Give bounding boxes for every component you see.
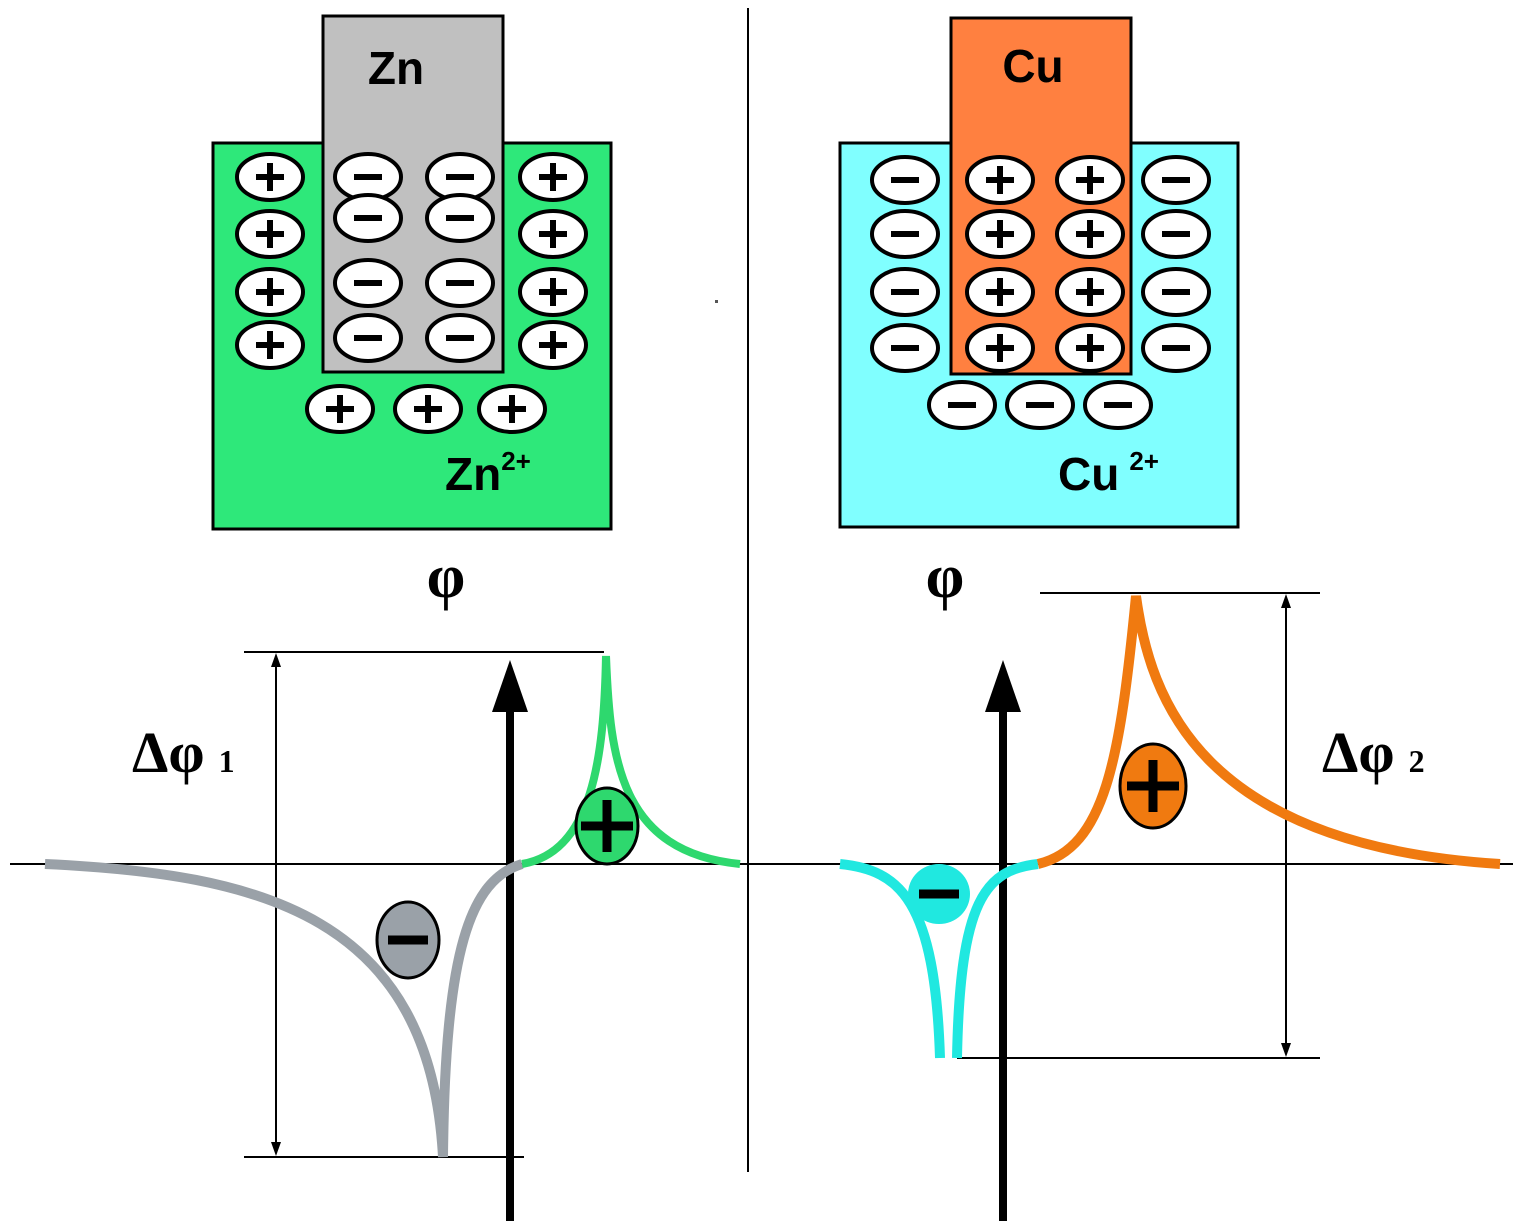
delta-phi-1-arrow-up-icon	[271, 653, 281, 667]
minus-ion-icon	[425, 313, 495, 363]
plus-ion-icon	[393, 384, 463, 434]
plus-ion-icon	[965, 155, 1035, 205]
zinc-ion-label: Zn2+	[445, 446, 531, 500]
plus-ion-icon	[1118, 742, 1188, 830]
plus-ion-icon	[965, 209, 1035, 259]
minus-ion-icon	[1141, 209, 1211, 259]
right-axis-arrowhead-icon	[985, 660, 1021, 712]
plus-ion-icon	[574, 786, 640, 866]
plus-ion-icon	[1055, 267, 1125, 317]
plus-ion-icon	[1055, 209, 1125, 259]
copper-solution-charges	[870, 155, 1211, 430]
plus-ion-icon	[235, 152, 305, 202]
minus-ion-icon	[1141, 323, 1211, 373]
minus-ion-icon	[425, 258, 495, 308]
zinc-solution-charges	[235, 152, 588, 434]
copper-electrode-charges	[965, 155, 1125, 373]
minus-ion-icon	[333, 193, 403, 243]
minus-ion-icon	[1005, 380, 1075, 430]
copper-electrode-label: Cu	[1002, 40, 1063, 92]
stray-speck	[715, 300, 718, 303]
zinc-half-cell: Zn Zn2+	[211, 14, 613, 531]
zinc-electrode-potential-curve	[44, 859, 524, 1158]
plus-ion-icon	[235, 209, 305, 259]
copper-electrode-potential-curve	[1036, 595, 1501, 869]
plus-ion-icon	[518, 320, 588, 370]
plus-ion-icon	[518, 152, 588, 202]
minus-ion-icon	[908, 864, 970, 924]
plus-ion-icon	[1055, 155, 1125, 205]
left-phi-label: φ	[427, 543, 466, 611]
minus-ion-icon	[870, 323, 940, 373]
right-phi-label: φ	[926, 543, 965, 611]
minus-ion-icon	[333, 313, 403, 363]
zinc-curve-markers	[375, 786, 640, 980]
copper-curve-markers	[908, 742, 1188, 924]
minus-ion-icon	[375, 900, 441, 980]
minus-ion-icon	[870, 155, 940, 205]
left-axis-arrowhead-icon	[492, 660, 528, 712]
plus-ion-icon	[1055, 323, 1125, 373]
plus-ion-icon	[518, 267, 588, 317]
copper-ion-charge: 2+	[1129, 446, 1159, 476]
plus-ion-icon	[518, 209, 588, 259]
plus-ion-icon	[235, 267, 305, 317]
minus-ion-icon	[425, 193, 495, 243]
plus-ion-icon	[965, 267, 1035, 317]
delta-phi-2-arrow-down-icon	[1281, 1043, 1291, 1057]
minus-ion-icon	[1141, 155, 1211, 205]
plus-ion-icon	[477, 384, 547, 434]
plus-ion-icon	[965, 323, 1035, 373]
zinc-electrode-label: Zn	[368, 42, 424, 94]
zinc-ion-charge: 2+	[501, 446, 531, 476]
delta-phi-2-arrow-up-icon	[1281, 594, 1291, 608]
minus-ion-icon	[333, 258, 403, 308]
plus-ion-icon	[235, 320, 305, 370]
minus-ion-icon	[870, 267, 940, 317]
minus-ion-icon	[1141, 267, 1211, 317]
zinc-solution-potential-curve	[521, 655, 741, 868]
plus-ion-icon	[305, 384, 375, 434]
minus-ion-icon	[927, 380, 997, 430]
minus-ion-icon	[870, 209, 940, 259]
minus-ion-icon	[1083, 380, 1153, 430]
delta-phi-1-arrow-down-icon	[271, 1142, 281, 1156]
zinc-electrode-charges	[333, 152, 495, 363]
